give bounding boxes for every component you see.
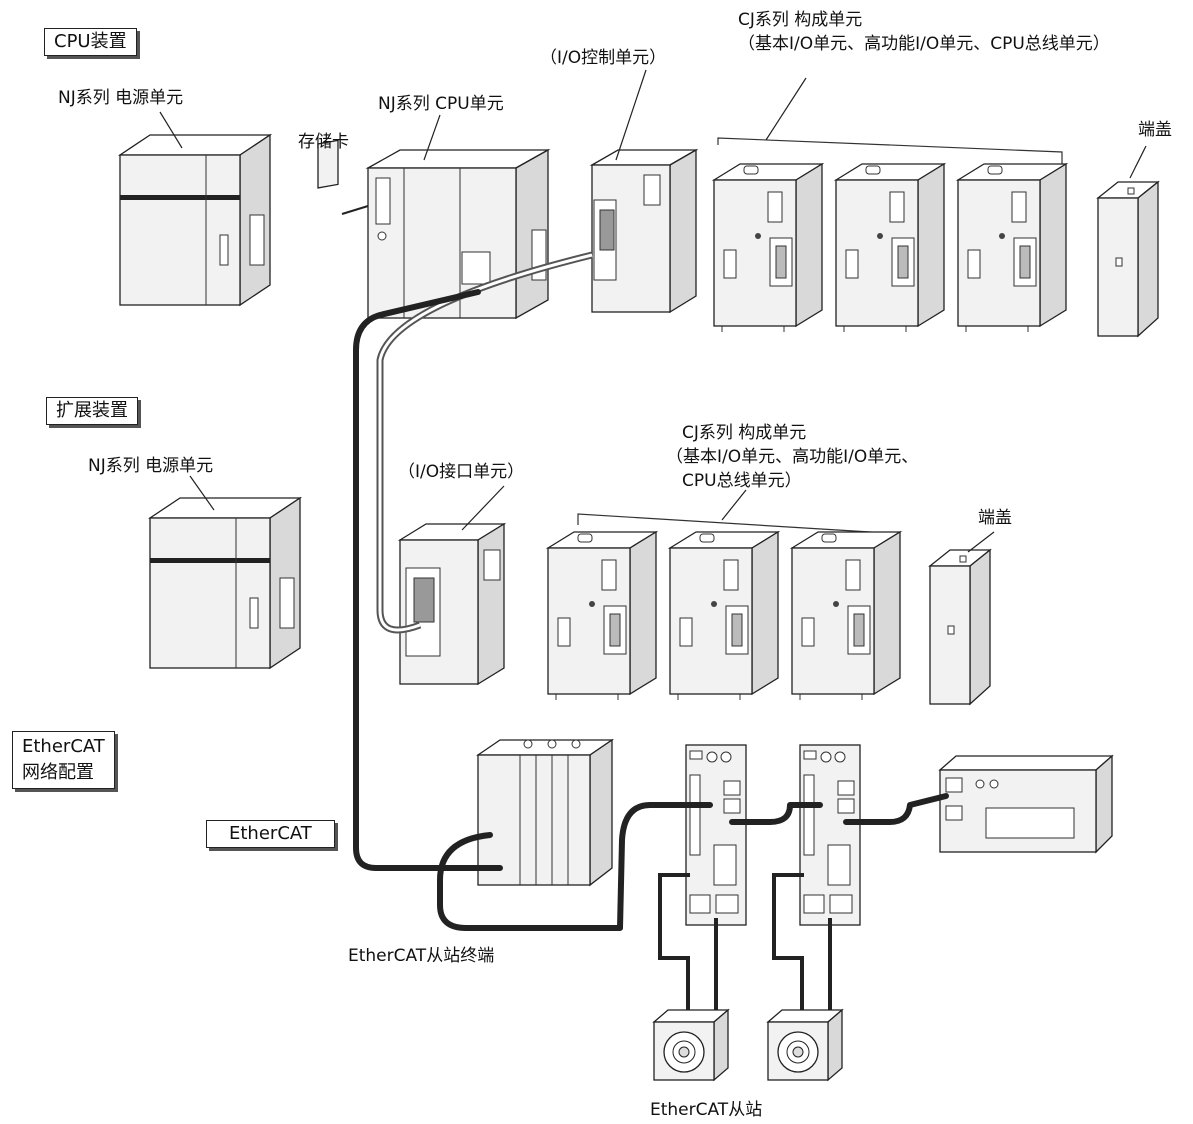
cj-units-exp-line3: CPU总线单元）: [682, 471, 802, 491]
ethercat-slave-label: EtherCAT从站: [650, 1100, 763, 1120]
cj-units-top-line1: CJ系列 构成单元: [738, 10, 863, 30]
cj-unit-top-2: [835, 163, 945, 333]
servo-motor-1: [653, 1009, 729, 1081]
ethercat-slave-terminal-label: EtherCAT从站终端: [348, 946, 495, 966]
nj-power-exp-label: NJ系列 电源单元: [88, 456, 214, 476]
servo-drive-2: [799, 744, 861, 926]
end-cover-top-label: 端盖: [1138, 120, 1172, 140]
io-interface-unit: [397, 522, 507, 686]
cj-units-bracket-top: [717, 137, 1063, 165]
nj-power-unit-top: [119, 134, 271, 306]
cj-units-exp-line1: CJ系列 构成单元: [682, 423, 807, 443]
ethercat-cables: [353, 289, 949, 931]
ethercat-config-box: EtherCAT 网络配置: [12, 731, 115, 789]
nj-cpu-unit: [365, 148, 551, 320]
io-interface-label: （I/O接口单元）: [398, 462, 525, 482]
leader-lines: [159, 69, 1147, 553]
end-cover-exp-label: 端盖: [978, 508, 1012, 528]
cj-unit-top-3: [957, 163, 1067, 333]
cj-unit-exp-3: [791, 531, 901, 701]
memory-card-label: 存储卡: [298, 132, 349, 152]
io-control-label: （I/O控制单元）: [540, 48, 667, 68]
cj-units-exp-line2: （基本I/O单元、高功能I/O单元、: [666, 447, 919, 467]
end-cover-top: [1097, 181, 1159, 337]
ethercat-slave-terminal: [475, 738, 615, 887]
servo-drive-1: [685, 744, 747, 926]
cj-unit-exp-1: [547, 531, 657, 701]
io-control-unit: [589, 148, 699, 314]
servo-motor-2: [767, 1009, 843, 1081]
ethercat-config-line1: EtherCAT: [22, 736, 105, 757]
ethercat-io-slave-right: [938, 754, 1114, 854]
nj-power-top-label: NJ系列 电源单元: [58, 88, 184, 108]
cj-unit-exp-2: [669, 531, 779, 701]
cpu-rack-box: CPU装置: [44, 28, 137, 56]
cj-unit-top-1: [713, 163, 823, 333]
expansion-rack-box: 扩展装置: [46, 397, 138, 425]
ethercat-box: EtherCAT: [206, 820, 335, 848]
nj-power-unit-exp: [149, 497, 301, 669]
nj-cpu-label: NJ系列 CPU单元: [378, 94, 504, 114]
end-cover-exp: [929, 549, 991, 705]
ethercat-config-line2: 网络配置: [22, 762, 94, 783]
cj-units-top-line2: （基本I/O单元、高功能I/O单元、CPU总线单元）: [738, 34, 1110, 54]
servo-motor-cables: [658, 873, 832, 1010]
